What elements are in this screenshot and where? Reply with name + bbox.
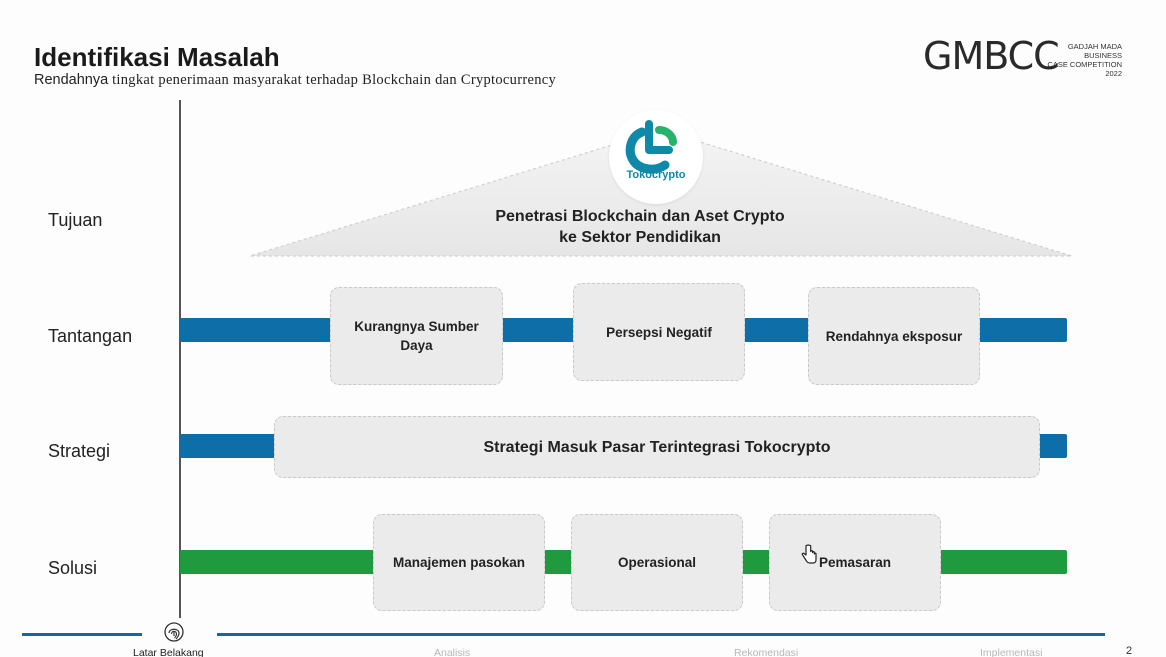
page-subtitle: Rendahnya tingkat penerimaan masyarakat … bbox=[34, 72, 556, 89]
vertical-divider bbox=[179, 100, 181, 618]
goal-text: Penetrasi Blockchain dan Aset Crypto ke … bbox=[440, 206, 840, 248]
brand-logo-text: GMBCC bbox=[923, 34, 1060, 78]
brand-line-1: GADJAH MADA BUSINESS bbox=[1067, 42, 1122, 60]
footer-progress-line-left bbox=[22, 633, 142, 636]
page-title: Identifikasi Masalah bbox=[34, 42, 280, 72]
tantangan-card-eksposur: Rendahnya eksposur bbox=[808, 287, 980, 385]
subtitle-lead: Rendahnya bbox=[34, 72, 109, 88]
brand-subtext: GADJAH MADA BUSINESS CASE COMPETITION 20… bbox=[1046, 42, 1122, 78]
solusi-card-manajemen: Manajemen pasokan bbox=[373, 514, 545, 611]
footer-nav-analisis[interactable]: Analisis bbox=[434, 647, 471, 657]
fingerprint-icon bbox=[164, 622, 184, 642]
footer-nav-rekomendasi[interactable]: Rekomendasi bbox=[734, 647, 799, 657]
hand-pointer-icon bbox=[801, 544, 817, 564]
strategi-card: Strategi Masuk Pasar Terintegrasi Tokocr… bbox=[274, 416, 1040, 478]
subtitle-rest: tingkat penerimaan masyarakat terhadap B… bbox=[108, 72, 557, 88]
brand-line-2: CASE COMPETITION bbox=[1047, 60, 1122, 69]
solusi-card-pemasaran: Pemasaran bbox=[769, 514, 941, 611]
row-label-tujuan: Tujuan bbox=[48, 210, 103, 230]
tantangan-card-persepsi: Persepsi Negatif bbox=[573, 283, 745, 381]
brand-year: 2022 bbox=[1105, 69, 1122, 78]
row-label-strategi: Strategi bbox=[48, 441, 111, 461]
goal-text-line-2: ke Sektor Pendidikan bbox=[559, 229, 721, 246]
goal-text-line-1: Penetrasi Blockchain dan Aset Crypto bbox=[495, 208, 785, 225]
tantangan-card-sumber-daya: Kurangnya Sumber Daya bbox=[330, 287, 503, 385]
row-label-solusi: Solusi bbox=[48, 558, 98, 578]
footer-nav-implementasi[interactable]: Implementasi bbox=[980, 647, 1043, 657]
tokocrypto-logo-badge bbox=[609, 110, 703, 204]
solusi-card-operasional: Operasional bbox=[571, 514, 743, 611]
tokocrypto-logo-icon bbox=[625, 120, 677, 174]
tokocrypto-logo-label: Tokocrypto bbox=[626, 169, 686, 181]
row-label-tantangan: Tantangan bbox=[48, 326, 133, 346]
page-number: 2 bbox=[1126, 645, 1133, 657]
footer-nav-latar-belakang[interactable]: Latar Belakang bbox=[133, 647, 204, 657]
footer-progress-line-right bbox=[217, 633, 1105, 636]
